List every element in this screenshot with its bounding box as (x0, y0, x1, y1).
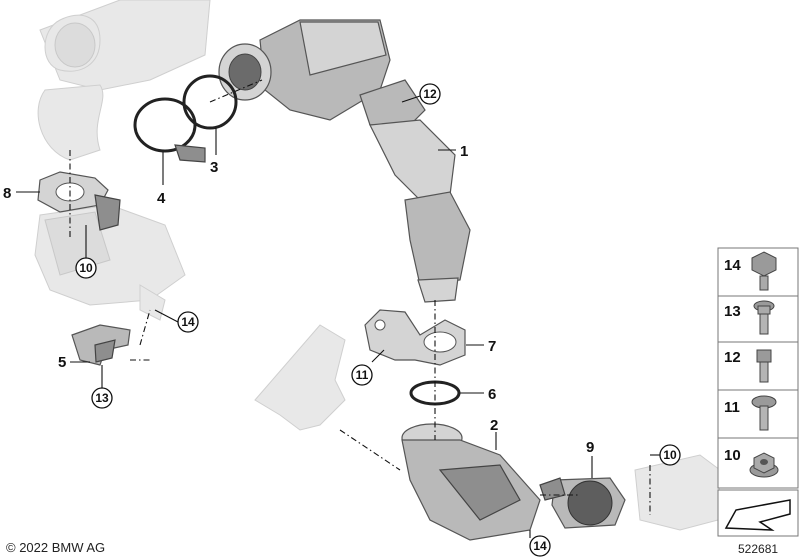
svg-text:13: 13 (724, 303, 741, 320)
part-5-bracket (71, 324, 131, 366)
svg-text:6: 6 (488, 386, 496, 403)
svg-text:14: 14 (533, 539, 547, 553)
ghost-left-catalyst (34, 204, 186, 321)
label-6: 6 (460, 386, 496, 403)
svg-text:12: 12 (423, 87, 437, 101)
torx-flange-bolt-icon (753, 300, 775, 335)
hex-flange-bolt-icon (751, 251, 777, 291)
copyright-notice: © 2022 BMW AG (6, 540, 106, 555)
legend-row-10: 10 (724, 447, 779, 478)
part-9-clamp-sleeve (539, 477, 626, 529)
fastener-legend: 14 13 12 11 (717, 247, 799, 537)
ghost-rear-pipe (634, 454, 721, 531)
label-5: 5 (58, 354, 90, 371)
svg-text:11: 11 (724, 399, 740, 416)
direction-arrow-icon (724, 499, 791, 531)
part-3-sealing-ring (182, 74, 238, 130)
part-4-clamp (133, 97, 206, 163)
countersunk-bolt-icon (751, 395, 777, 431)
svg-text:3: 3 (210, 159, 218, 176)
legend-row-12: 12 (724, 349, 772, 383)
label-1: 1 (438, 143, 468, 160)
svg-text:13: 13 (95, 391, 109, 405)
assembly-lines (69, 79, 651, 515)
flange-nut-icon (749, 452, 779, 478)
legend-row-11: 11 (724, 395, 777, 431)
callout-10-top: 10 (75, 225, 97, 279)
svg-text:10: 10 (663, 448, 677, 462)
part-2-underbody-catalyst (401, 423, 541, 541)
svg-text:5: 5 (58, 354, 66, 371)
callout-13: 13 (91, 365, 113, 409)
socket-head-bolt-icon (756, 349, 772, 383)
callout-14-bottom: 14 (529, 530, 551, 557)
label-4: 4 (157, 152, 166, 207)
svg-text:12: 12 (724, 349, 741, 366)
svg-text:14: 14 (724, 257, 741, 274)
document-number: 522681 (738, 542, 779, 556)
legend-row-13: 13 (724, 300, 775, 335)
svg-text:8: 8 (3, 185, 11, 202)
svg-text:4: 4 (157, 190, 166, 207)
label-2: 2 (490, 417, 498, 450)
callout-14-left: 14 (154, 309, 199, 333)
legend-row-14: 14 (724, 251, 777, 291)
svg-text:9: 9 (586, 439, 594, 456)
svg-text:10: 10 (79, 261, 93, 275)
ghost-support-bracket (254, 324, 346, 431)
part-7-gasket (364, 309, 466, 366)
ghost-turbo-outlet (37, 0, 211, 161)
label-3: 3 (210, 128, 218, 176)
svg-text:7: 7 (488, 338, 496, 355)
svg-text:11: 11 (356, 368, 369, 382)
part-1-catalytic-converter (218, 19, 471, 303)
part-8-flange-gasket (37, 171, 121, 231)
svg-text:10: 10 (724, 447, 741, 464)
callout-11: 11 (351, 349, 385, 386)
label-9: 9 (586, 439, 594, 478)
svg-text:2: 2 (490, 417, 498, 434)
svg-text:14: 14 (181, 315, 195, 329)
callout-10-right: 10 (650, 444, 681, 466)
callout-12: 12 (401, 83, 441, 105)
label-7: 7 (466, 338, 496, 355)
svg-text:1: 1 (460, 143, 468, 160)
label-8: 8 (3, 185, 40, 202)
